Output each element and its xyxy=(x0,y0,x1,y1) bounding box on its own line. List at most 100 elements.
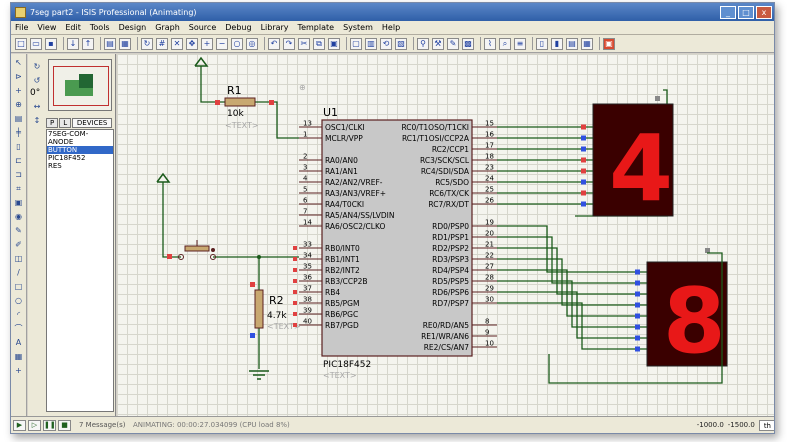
rotate-clockwise-icon[interactable]: ↻ xyxy=(33,62,41,71)
overview-window[interactable] xyxy=(48,59,112,111)
units-toggle[interactable]: th xyxy=(758,419,774,431)
graph-icon[interactable]: ⌗ xyxy=(16,184,21,193)
property-assign-icon[interactable]: ≡ xyxy=(514,37,526,50)
terminals-icon[interactable]: ⊏ xyxy=(15,156,22,165)
subcircuit-icon[interactable]: ▯ xyxy=(16,142,21,151)
device-item-res[interactable]: RES xyxy=(48,162,62,170)
undo-icon[interactable]: ↶ xyxy=(268,37,280,50)
resistor-r1[interactable]: R1 10k <TEXT> xyxy=(215,84,274,130)
component-mode-icon[interactable]: ⊳ xyxy=(15,72,22,81)
make-device-icon[interactable]: ⚒ xyxy=(432,37,444,50)
stop-icon[interactable]: ■ xyxy=(58,419,71,431)
menu-design[interactable]: Design xyxy=(118,23,147,32)
print-icon[interactable]: ▤ xyxy=(104,37,116,50)
device-item-button[interactable]: BUTTON xyxy=(47,146,113,154)
refresh-icon[interactable]: ↻ xyxy=(141,37,153,50)
origin-icon[interactable]: ✕ xyxy=(171,37,183,50)
generator-icon[interactable]: ◉ xyxy=(15,212,22,221)
pan-icon[interactable]: ✥ xyxy=(186,37,198,50)
menu-help[interactable]: Help xyxy=(381,23,401,32)
resistor-r2[interactable]: R2 4.7k <TEXT> xyxy=(250,282,301,338)
selection-mode-icon[interactable]: ↖ xyxy=(15,58,22,67)
rotate-anticlockwise-icon[interactable]: ↺ xyxy=(33,76,41,85)
menu-edit[interactable]: Edit xyxy=(65,23,81,32)
maximize-button[interactable]: □ xyxy=(738,5,754,19)
paste-icon[interactable]: ▣ xyxy=(328,37,340,50)
print-area-icon[interactable]: ▦ xyxy=(119,37,131,50)
text-icon[interactable]: A xyxy=(15,338,22,347)
remove-sheet-icon[interactable]: ▮ xyxy=(551,37,563,50)
search-tag-icon[interactable]: ⌕ xyxy=(499,37,511,50)
menu-template[interactable]: Template xyxy=(297,23,335,32)
zoom-in-icon[interactable]: + xyxy=(201,37,213,50)
block-rotate-icon[interactable]: ⟲ xyxy=(380,37,392,50)
text-script-icon[interactable]: ▤ xyxy=(14,114,23,123)
box-icon[interactable]: □ xyxy=(14,282,23,291)
copy-icon[interactable]: ⧉ xyxy=(313,37,325,50)
close-button[interactable]: x xyxy=(756,5,772,19)
play-icon[interactable]: ▶ xyxy=(13,419,26,431)
menu-library[interactable]: Library xyxy=(260,23,289,32)
junction-icon[interactable]: + xyxy=(15,86,22,95)
voltage-probe-icon[interactable]: ✎ xyxy=(15,226,22,235)
menu-tools[interactable]: Tools xyxy=(89,23,110,32)
menu-graph[interactable]: Graph xyxy=(155,23,180,32)
library-tab[interactable]: L xyxy=(59,118,72,128)
zoom-area-icon[interactable]: ◎ xyxy=(246,37,258,50)
rotation-angle-field[interactable]: 0° xyxy=(30,88,41,98)
export-icon[interactable]: ↑ xyxy=(82,37,94,50)
open-folder-icon[interactable]: ▭ xyxy=(30,37,42,50)
line-icon[interactable]: / xyxy=(17,268,20,277)
packaging-icon[interactable]: ▩ xyxy=(462,37,474,50)
pick-devices-tab[interactable]: P xyxy=(46,118,59,128)
decompose-icon[interactable]: ✎ xyxy=(447,37,459,50)
tape-recorder-icon[interactable]: ▣ xyxy=(14,198,23,207)
device-item-pic18f452[interactable]: PIC18F452 xyxy=(48,154,86,162)
netlist-icon[interactable]: ▤ xyxy=(566,37,578,50)
minimize-button[interactable]: _ xyxy=(720,5,736,19)
ares-icon[interactable]: ▣ xyxy=(603,37,615,50)
u1-pin-number: 39 xyxy=(303,307,312,315)
bus-icon[interactable]: ╪ xyxy=(16,128,21,137)
zoom-out-icon[interactable]: − xyxy=(216,37,228,50)
step-icon[interactable]: ▷ xyxy=(28,419,41,431)
zoom-all-icon[interactable]: ○ xyxy=(231,37,243,50)
virtual-instruments-icon[interactable]: ◫ xyxy=(14,254,23,263)
current-probe-icon[interactable]: ✐ xyxy=(15,240,22,249)
device-item-7seg[interactable]: 7SEG-COM-ANODE xyxy=(48,130,89,146)
menu-source[interactable]: Source xyxy=(188,23,217,32)
import-icon[interactable]: ↓ xyxy=(67,37,79,50)
arc-icon[interactable]: ◜ xyxy=(16,310,21,319)
menu-debug[interactable]: Debug xyxy=(225,23,252,32)
pick-device-icon[interactable]: ⚲ xyxy=(417,37,429,50)
bill-of-materials-icon[interactable]: ▦ xyxy=(581,37,593,50)
grid-icon[interactable]: # xyxy=(156,37,168,50)
block-copy-icon[interactable]: ▢ xyxy=(350,37,362,50)
cut-icon[interactable]: ✂ xyxy=(298,37,310,50)
wire-autorouter-icon[interactable]: ⌇ xyxy=(484,37,496,50)
seven-segment-display-bottom[interactable]: 8 xyxy=(646,248,728,374)
schematic-canvas[interactable]: R1 10k <TEXT> R2 4.7k <TEXT> xyxy=(117,54,774,416)
seven-segment-display-top[interactable]: 4 xyxy=(592,96,674,222)
redo-icon[interactable]: ↷ xyxy=(283,37,295,50)
wire-label-icon[interactable]: ⊕ xyxy=(15,100,22,109)
mirror-horizontal-icon[interactable]: ↔ xyxy=(33,102,41,111)
device-pins-icon[interactable]: ⊐ xyxy=(15,170,22,179)
pause-icon[interactable]: ❚❚ xyxy=(43,419,56,431)
menu-file[interactable]: File xyxy=(15,23,29,32)
path-icon[interactable]: ⌒ xyxy=(14,324,23,333)
menu-view[interactable]: View xyxy=(37,23,57,32)
new-file-icon[interactable]: □ xyxy=(15,37,27,50)
mirror-vertical-icon[interactable]: ↕ xyxy=(33,116,41,125)
save-icon[interactable]: ▪ xyxy=(45,37,57,50)
marker-icon[interactable]: + xyxy=(15,366,22,375)
symbol-icon[interactable]: ▦ xyxy=(14,352,23,361)
circle-icon[interactable]: ○ xyxy=(15,296,22,305)
block-delete-icon[interactable]: ▧ xyxy=(395,37,407,50)
new-sheet-icon[interactable]: ▯ xyxy=(536,37,548,50)
menu-system[interactable]: System xyxy=(343,23,373,32)
block-move-icon[interactable]: ▥ xyxy=(365,37,377,50)
pushbutton[interactable] xyxy=(167,240,261,260)
message-count[interactable]: 7 Message(s) xyxy=(79,421,126,429)
